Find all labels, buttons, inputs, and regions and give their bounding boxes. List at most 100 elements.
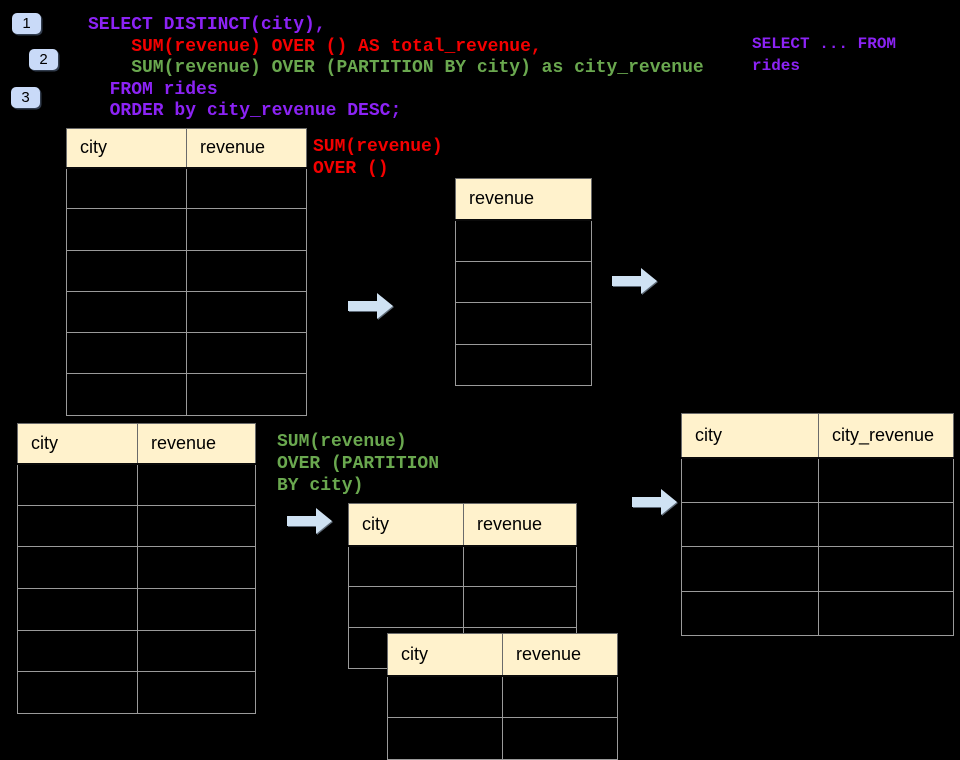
table-row	[66, 332, 307, 375]
empty-cell	[387, 675, 503, 718]
sql-line-order-by: ORDER by city_revenue DESC;	[88, 101, 402, 121]
empty-cell	[387, 717, 503, 760]
empty-cell	[455, 302, 592, 345]
empty-cell	[455, 260, 592, 303]
empty-cell	[818, 457, 954, 503]
table-source-bottom: city revenue	[17, 423, 256, 715]
arrow-right-icon	[287, 508, 332, 534]
empty-cell	[17, 504, 138, 548]
table-row	[681, 501, 954, 547]
column-header-city: city	[348, 503, 464, 547]
table-row	[17, 671, 256, 715]
column-header-city: city	[17, 423, 138, 465]
table-row	[387, 717, 618, 760]
step-badge-2: 2	[29, 49, 58, 70]
empty-cell	[186, 249, 307, 292]
empty-cell	[502, 675, 618, 718]
column-header-city: city	[387, 633, 503, 677]
table-source-top: city revenue	[66, 128, 307, 416]
table-row	[681, 546, 954, 592]
empty-cell	[818, 501, 954, 547]
slide-canvas: 1 2 3 SELECT DISTINCT(city), SUM(revenue…	[11, 13, 954, 760]
empty-cell	[818, 590, 954, 636]
arrow-right-icon	[348, 293, 393, 319]
empty-cell	[502, 717, 618, 760]
empty-cell	[455, 219, 592, 262]
sql-line-sum-over-partition: SUM(revenue) OVER (PARTITION BY city) as…	[88, 58, 704, 78]
empty-cell	[818, 546, 954, 592]
empty-cell	[681, 590, 819, 636]
empty-cell	[463, 545, 577, 587]
table-row	[66, 166, 307, 210]
empty-cell	[455, 343, 592, 386]
sql-code-block: SELECT DISTINCT(city), SUM(revenue) OVER…	[88, 15, 704, 123]
table-row	[17, 546, 256, 590]
table-row	[17, 504, 256, 548]
table-row	[455, 302, 592, 345]
empty-cell	[681, 501, 819, 547]
empty-cell	[348, 545, 464, 587]
column-header-revenue: revenue	[186, 128, 307, 169]
empty-cell	[137, 463, 256, 506]
empty-cell	[137, 588, 256, 631]
table-partition-overlay: city revenue	[387, 633, 618, 760]
table-row	[455, 343, 592, 386]
empty-cell	[186, 373, 307, 416]
empty-cell	[66, 373, 187, 416]
empty-cell	[66, 332, 187, 375]
empty-cell	[66, 249, 187, 292]
column-header-city: city	[681, 413, 819, 459]
empty-cell	[66, 290, 187, 334]
empty-cell	[17, 546, 138, 590]
label-sum-over-partition: SUM(revenue) OVER (PARTITION BY city)	[277, 432, 440, 496]
step-badge-3: 3	[11, 87, 40, 108]
empty-cell	[66, 208, 187, 251]
empty-cell	[186, 208, 307, 251]
empty-cell	[186, 166, 307, 210]
side-note-select-from-rides: SELECT ... FROM rides	[752, 35, 897, 75]
empty-cell	[17, 588, 138, 631]
empty-cell	[137, 629, 256, 673]
table-row	[66, 249, 307, 292]
empty-cell	[137, 504, 256, 548]
table-row	[17, 629, 256, 673]
table-row	[387, 675, 618, 718]
empty-cell	[186, 290, 307, 334]
table-row	[66, 208, 307, 251]
table-row	[348, 586, 577, 628]
empty-cell	[681, 546, 819, 592]
empty-cell	[681, 457, 819, 503]
empty-cell	[137, 546, 256, 590]
sql-line-from: FROM rides	[88, 79, 218, 100]
table-row	[66, 290, 307, 334]
label-sum-over-total: SUM(revenue) OVER ()	[313, 137, 443, 179]
sql-line-sum-over-empty: SUM(revenue) OVER () AS total_revenue,	[88, 36, 542, 57]
table-row	[66, 373, 307, 416]
column-header-city-revenue: city_revenue	[818, 413, 954, 459]
step-badge-1: 1	[12, 13, 41, 34]
sql-line-select: SELECT DISTINCT(city),	[88, 15, 326, 35]
table-row	[455, 219, 592, 262]
table-row	[681, 590, 954, 636]
empty-cell	[463, 586, 577, 628]
column-header-revenue: revenue	[502, 633, 618, 677]
empty-cell	[17, 629, 138, 673]
column-header-revenue: revenue	[463, 503, 577, 547]
table-city-revenue-result: city city_revenue	[681, 413, 954, 636]
empty-cell	[137, 671, 256, 715]
table-row	[681, 457, 954, 503]
column-header-revenue: revenue	[455, 178, 592, 221]
empty-cell	[66, 166, 187, 210]
arrow-right-icon	[632, 489, 677, 515]
empty-cell	[186, 332, 307, 375]
table-row	[17, 463, 256, 506]
empty-cell	[17, 463, 138, 506]
arrow-right-icon	[612, 268, 657, 294]
table-row	[17, 588, 256, 631]
empty-cell	[348, 586, 464, 628]
table-row	[455, 260, 592, 303]
column-header-revenue: revenue	[137, 423, 256, 465]
table-row	[348, 545, 577, 587]
column-header-city: city	[66, 128, 187, 169]
empty-cell	[17, 671, 138, 715]
